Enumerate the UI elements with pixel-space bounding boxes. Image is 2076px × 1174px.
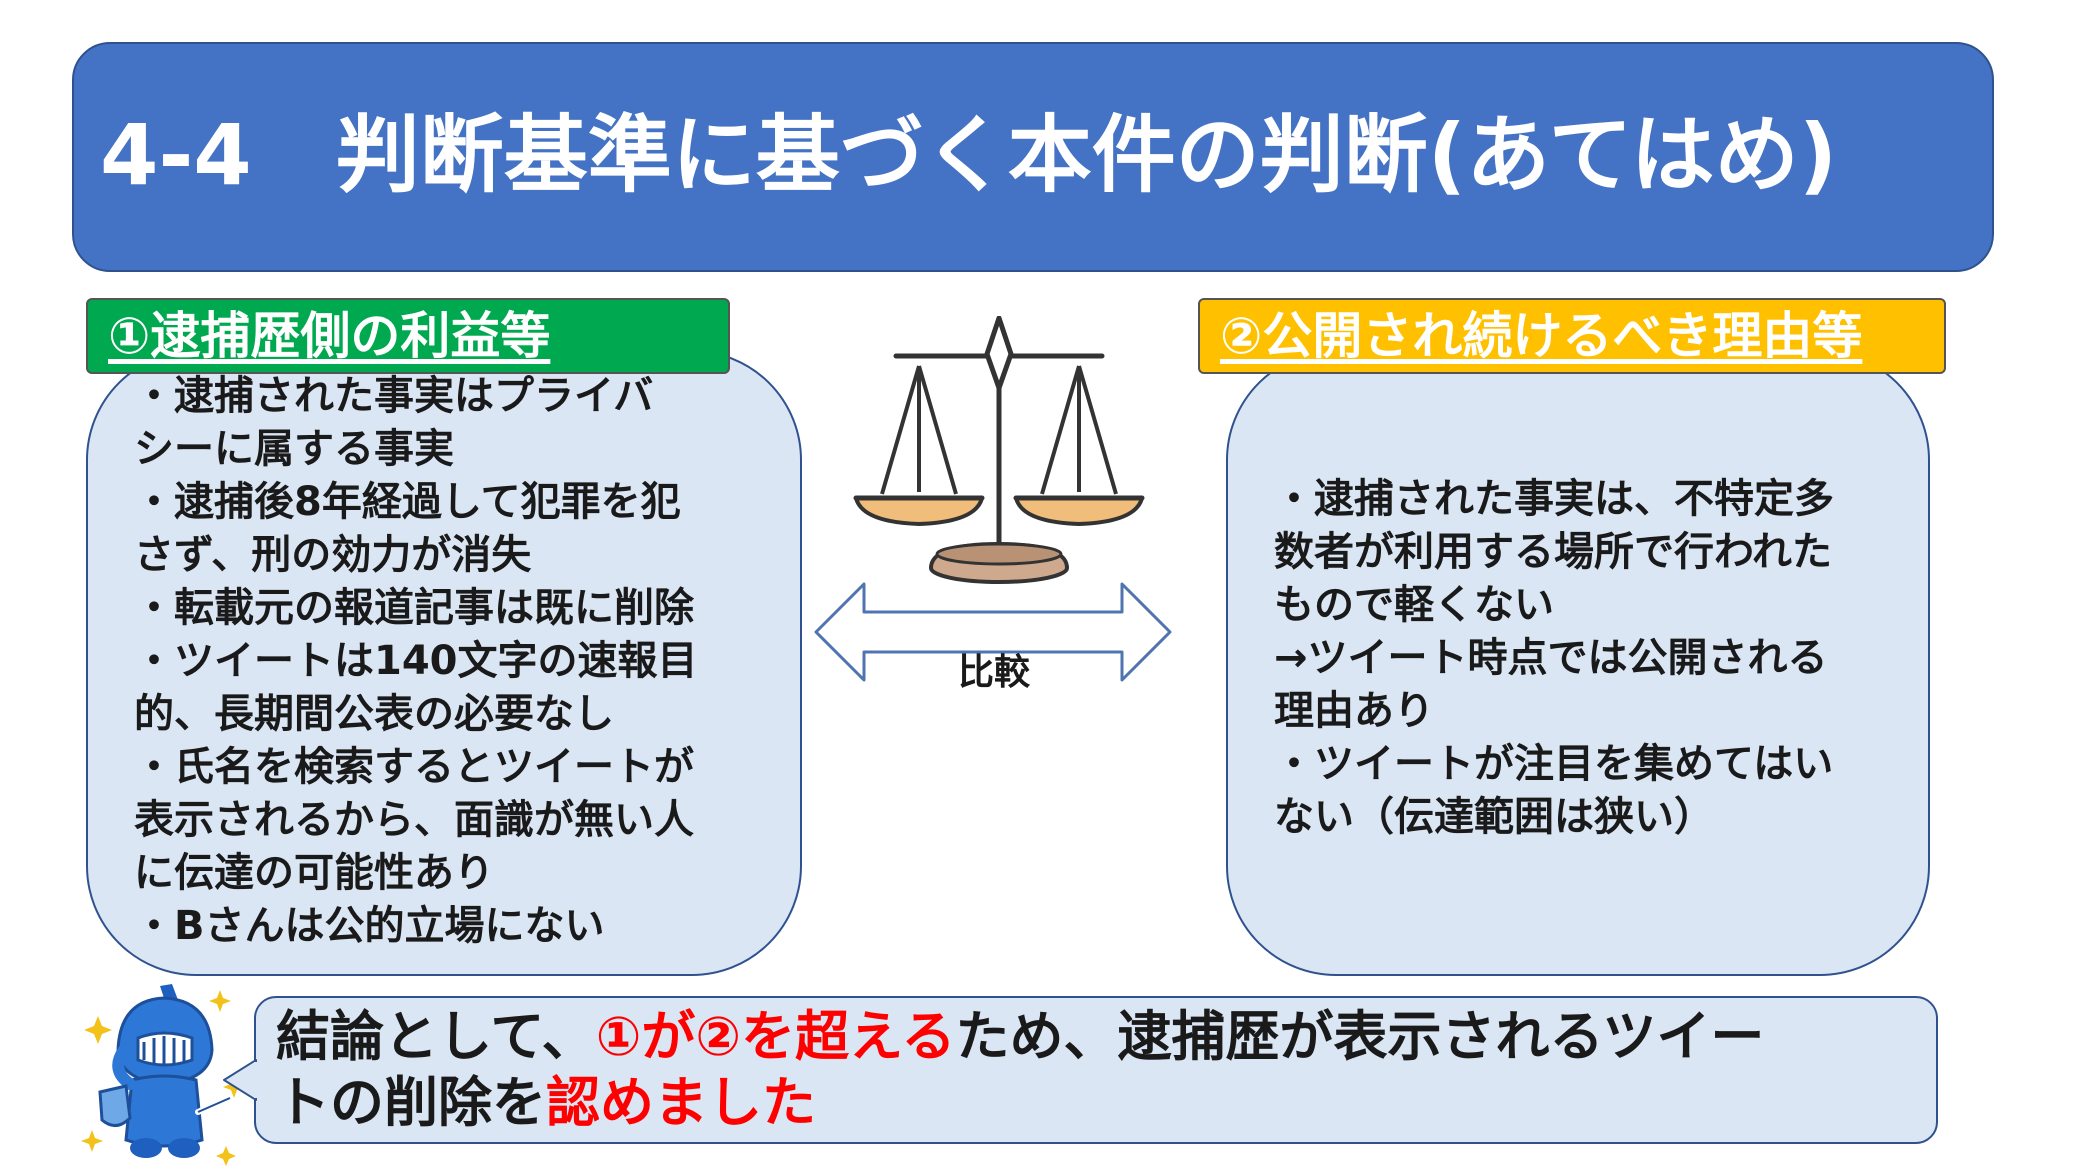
double-arrow-icon (812, 580, 1174, 684)
conclusion-emphasis: 認めました (546, 1071, 816, 1134)
slide-title: 4-4 判断基準に基づく本件の判断(あてはめ) (100, 106, 1838, 204)
left-panel-label: ①逮捕歴側の利益等 (86, 298, 730, 374)
left-line: ・転載元の報道記事は既に削除 (134, 585, 694, 631)
knight-mascot-icon (80, 980, 250, 1170)
conclusion-line-1: 結論として、①が②を超えるため、逮捕歴が表示されるツイー (276, 1004, 1926, 1070)
right-panel-label: ②公開され続けるべき理由等 (1198, 298, 1946, 374)
conclusion-box (254, 996, 1938, 1144)
right-panel-text: ・逮捕された事実は、不特定多 数者が利用する場所で行われた もので軽くない →ツ… (1274, 473, 1914, 844)
title-bar (72, 42, 1994, 272)
left-line: シーに属する事実 (134, 426, 454, 472)
compare-label: 比較 (957, 652, 1030, 693)
conclusion-line-2: トの削除を認めました (276, 1070, 1926, 1136)
left-line: ・ツイートは140文字の速報目 (134, 638, 698, 684)
left-line: ・Bさんは公的立場にない (134, 903, 605, 949)
right-line: 理由あり (1274, 688, 1434, 734)
conclusion-text: 結論として、①が②を超えるため、逮捕歴が表示されるツイー トの削除を認めました (276, 1004, 1926, 1136)
right-line: 数者が利用する場所で行われた (1274, 529, 1832, 575)
conclusion-text-part: トの削除を (276, 1071, 546, 1134)
conclusion-text-part: 結論として、 (276, 1005, 596, 1068)
right-line: もので軽くない (1274, 582, 1554, 628)
left-line: さず、刑の効力が消失 (134, 532, 532, 578)
speech-tail (222, 1058, 262, 1102)
left-line: ・逮捕後8年経過して犯罪を犯 (134, 479, 681, 525)
right-line: ・ツイートが注目を集めてはい (1274, 741, 1834, 787)
right-line: →ツイート時点では公開される (1274, 635, 1828, 681)
right-panel (1226, 350, 1930, 976)
conclusion-text-part: ため、逮捕歴が表示されるツイー (955, 1005, 1765, 1068)
balance-scale-icon (846, 315, 1152, 590)
right-line: ・逮捕された事実は、不特定多 (1274, 476, 1834, 522)
left-panel (86, 350, 802, 976)
left-line: 表示されるから、面識が無い人 (134, 797, 694, 843)
left-panel-text: ・逮捕された事実はプライバ シーに属する事実 ・逮捕後8年経過して犯罪を犯 さず… (134, 370, 774, 953)
right-line: ない（伝達範囲は狭い） (1274, 794, 1714, 840)
conclusion-emphasis: ①が②を超える (595, 1005, 956, 1068)
left-line: 的、長期間公表の必要なし (134, 691, 614, 737)
left-line: ・氏名を検索するとツイートが (134, 744, 694, 790)
left-line: に伝達の可能性あり (134, 850, 494, 896)
left-line: ・逮捕された事実はプライバ (134, 373, 654, 419)
